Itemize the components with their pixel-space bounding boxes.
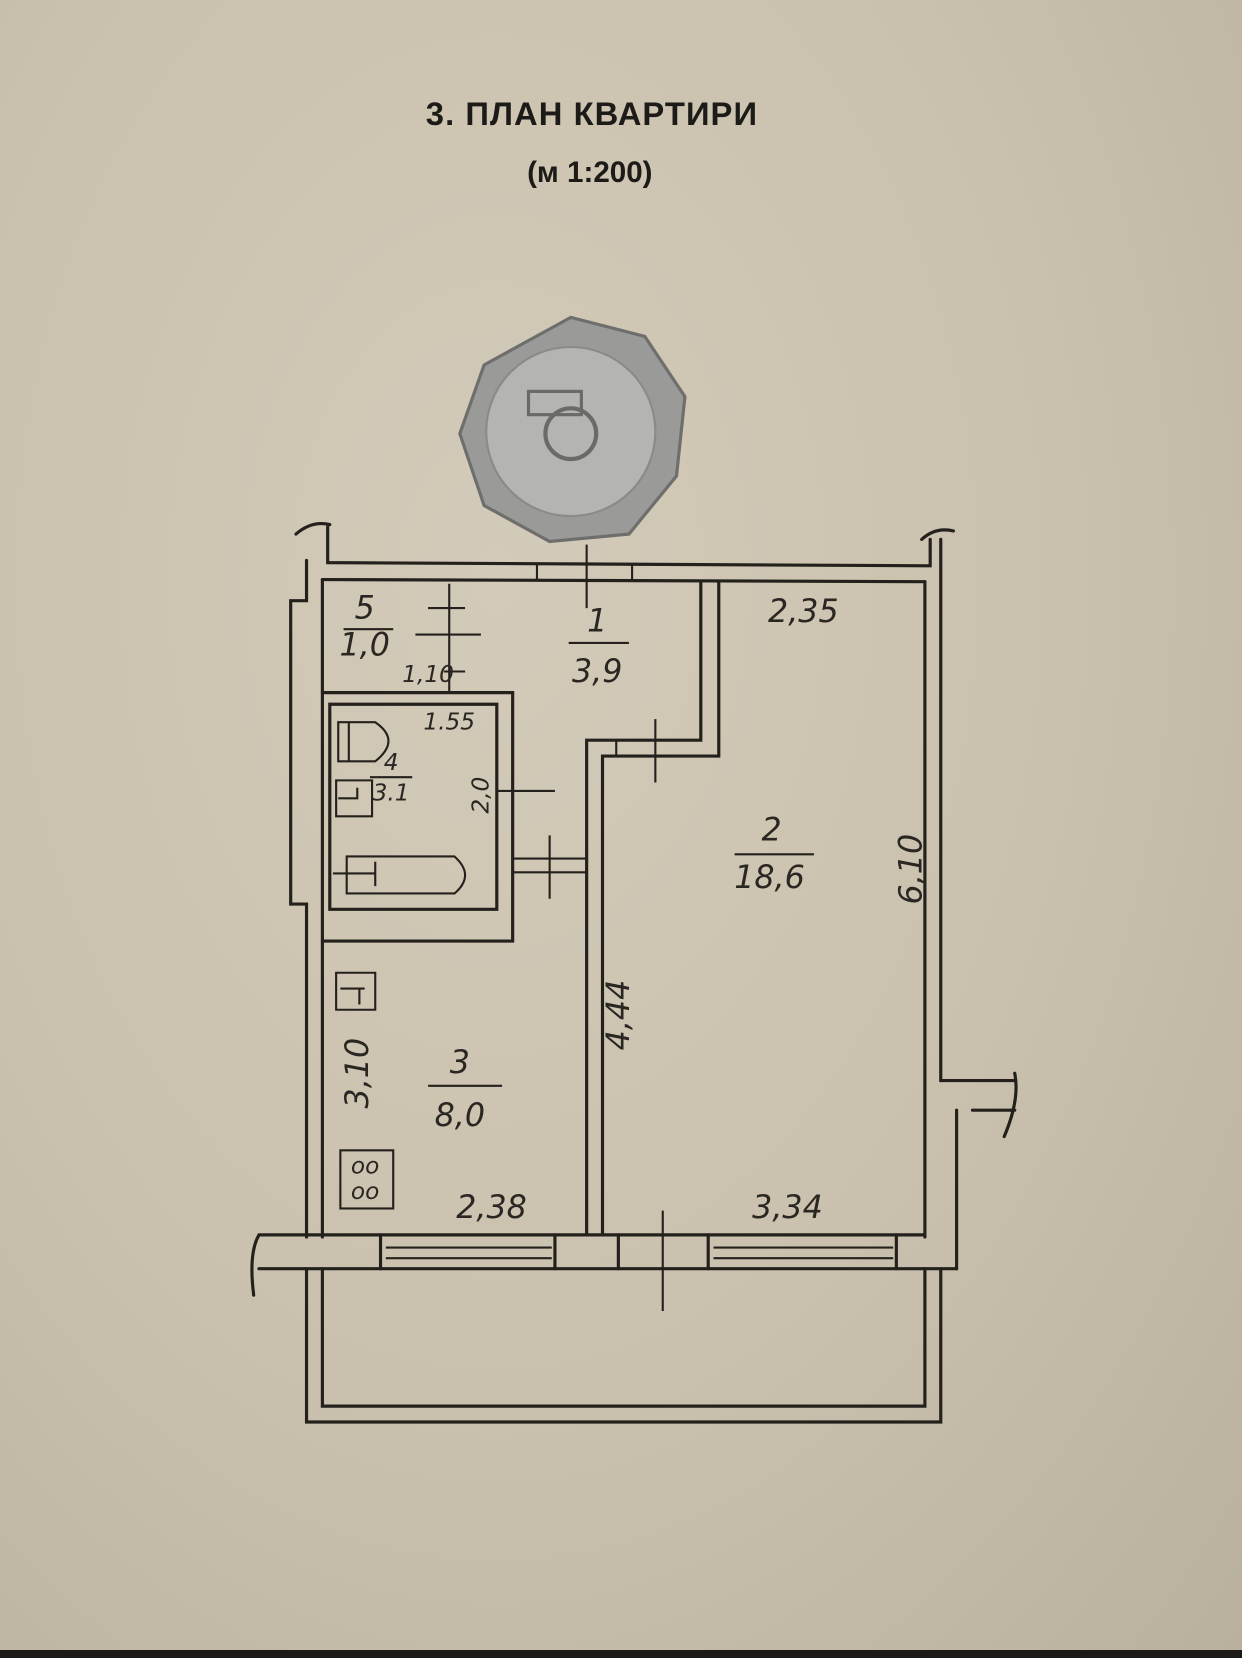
stove-burners-icon: oo xyxy=(351,1153,379,1180)
room-area: 1,0 xyxy=(339,628,389,664)
dimension-room2-top: 2,35 xyxy=(768,594,839,630)
room-3-label: 3 8,0 xyxy=(428,1045,503,1134)
plan-scale: (м 1:200) xyxy=(527,156,652,189)
room-2-label: 2 18,6 xyxy=(734,813,814,896)
room-4-label: 4 3.1 xyxy=(369,749,413,806)
stove-burners-icon: oo xyxy=(351,1178,379,1205)
dimension-room2-right: 6,10 xyxy=(894,834,930,905)
room-area: 18,6 xyxy=(734,860,805,896)
room-1-label: 1 3,9 xyxy=(568,603,629,690)
room-area: 3.1 xyxy=(373,779,410,806)
coin-image xyxy=(458,315,687,544)
room-number: 2 xyxy=(762,813,782,849)
dimension-corridor-wall: 4,44 xyxy=(601,980,637,1051)
dimension-bath-height: 2,0 xyxy=(467,777,494,814)
dimension-room5-width: 1,10 xyxy=(402,661,454,688)
room-number: 3 xyxy=(450,1045,470,1081)
plan-title: 3. ПЛАН КВАРТИРИ xyxy=(426,95,758,132)
room-number: 1 xyxy=(587,603,607,639)
room-area: 3,9 xyxy=(572,654,622,690)
dimension-kitchen-left: 3,10 xyxy=(340,1038,376,1109)
apartment-walls: oo oo xyxy=(250,522,1018,1424)
room-number: 5 xyxy=(355,591,375,627)
room-5-label: 5 1,0 xyxy=(339,591,394,664)
room-area: 8,0 xyxy=(435,1098,485,1134)
dimension-kitchen-bottom: 2,38 xyxy=(456,1190,527,1226)
photo-bottom-edge xyxy=(0,1650,1242,1658)
dimension-room2-bottom: 3,34 xyxy=(752,1190,823,1226)
room-number: 4 xyxy=(384,749,399,776)
dimension-bath-width: 1.55 xyxy=(423,709,475,736)
